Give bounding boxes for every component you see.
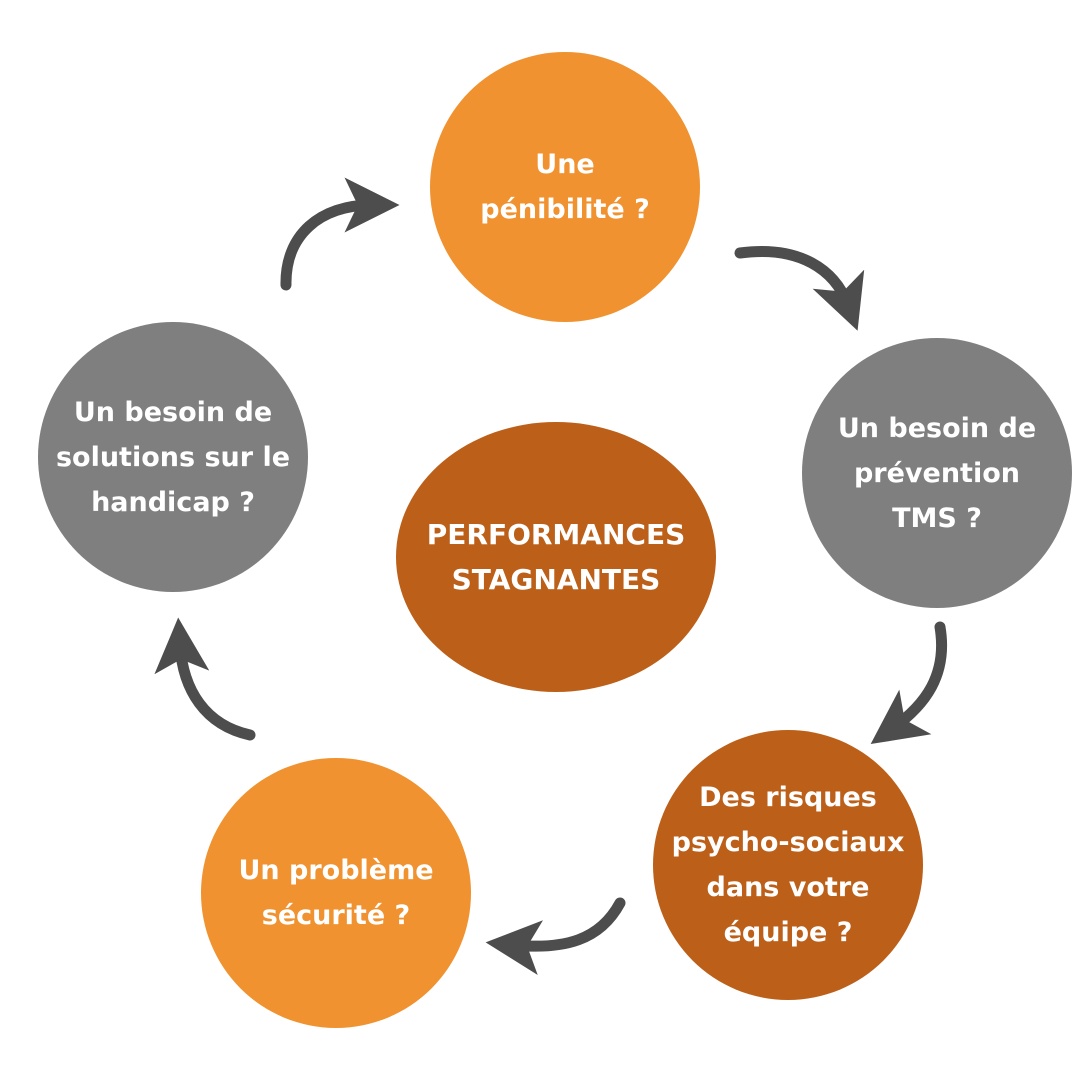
arrow-bottomright-to-bottomleft [485, 897, 626, 975]
node-label: Un problème sécurité ? [238, 855, 434, 931]
arrow-top-to-right [734, 246, 865, 331]
node-handicap: Un besoin de solutions sur le handicap ? [38, 322, 308, 592]
arrow-right-to-bottomright [870, 621, 948, 745]
node-label: Un besoin de prévention TMS ? [837, 412, 1037, 534]
node-label: Une pénibilité ? [480, 149, 650, 225]
node-risques-psychosociaux: Des risques psycho-sociaux dans votre éq… [653, 730, 923, 1000]
node-prevention-tms: Un besoin de prévention TMS ? [802, 338, 1072, 608]
arrow-left-to-top [280, 177, 400, 291]
node-label: Des risques psycho-sociaux dans votre éq… [671, 782, 905, 948]
node-probleme-securite: Un problème sécurité ? [201, 758, 471, 1028]
center-node: PERFORMANCES STAGNANTES [396, 422, 716, 692]
arrow-bottomleft-to-left [154, 617, 256, 741]
center-label: PERFORMANCES STAGNANTES [426, 518, 686, 596]
node-label: Un besoin de solutions sur le handicap ? [55, 396, 291, 518]
node-penibilite: Une pénibilité ? [430, 52, 700, 322]
